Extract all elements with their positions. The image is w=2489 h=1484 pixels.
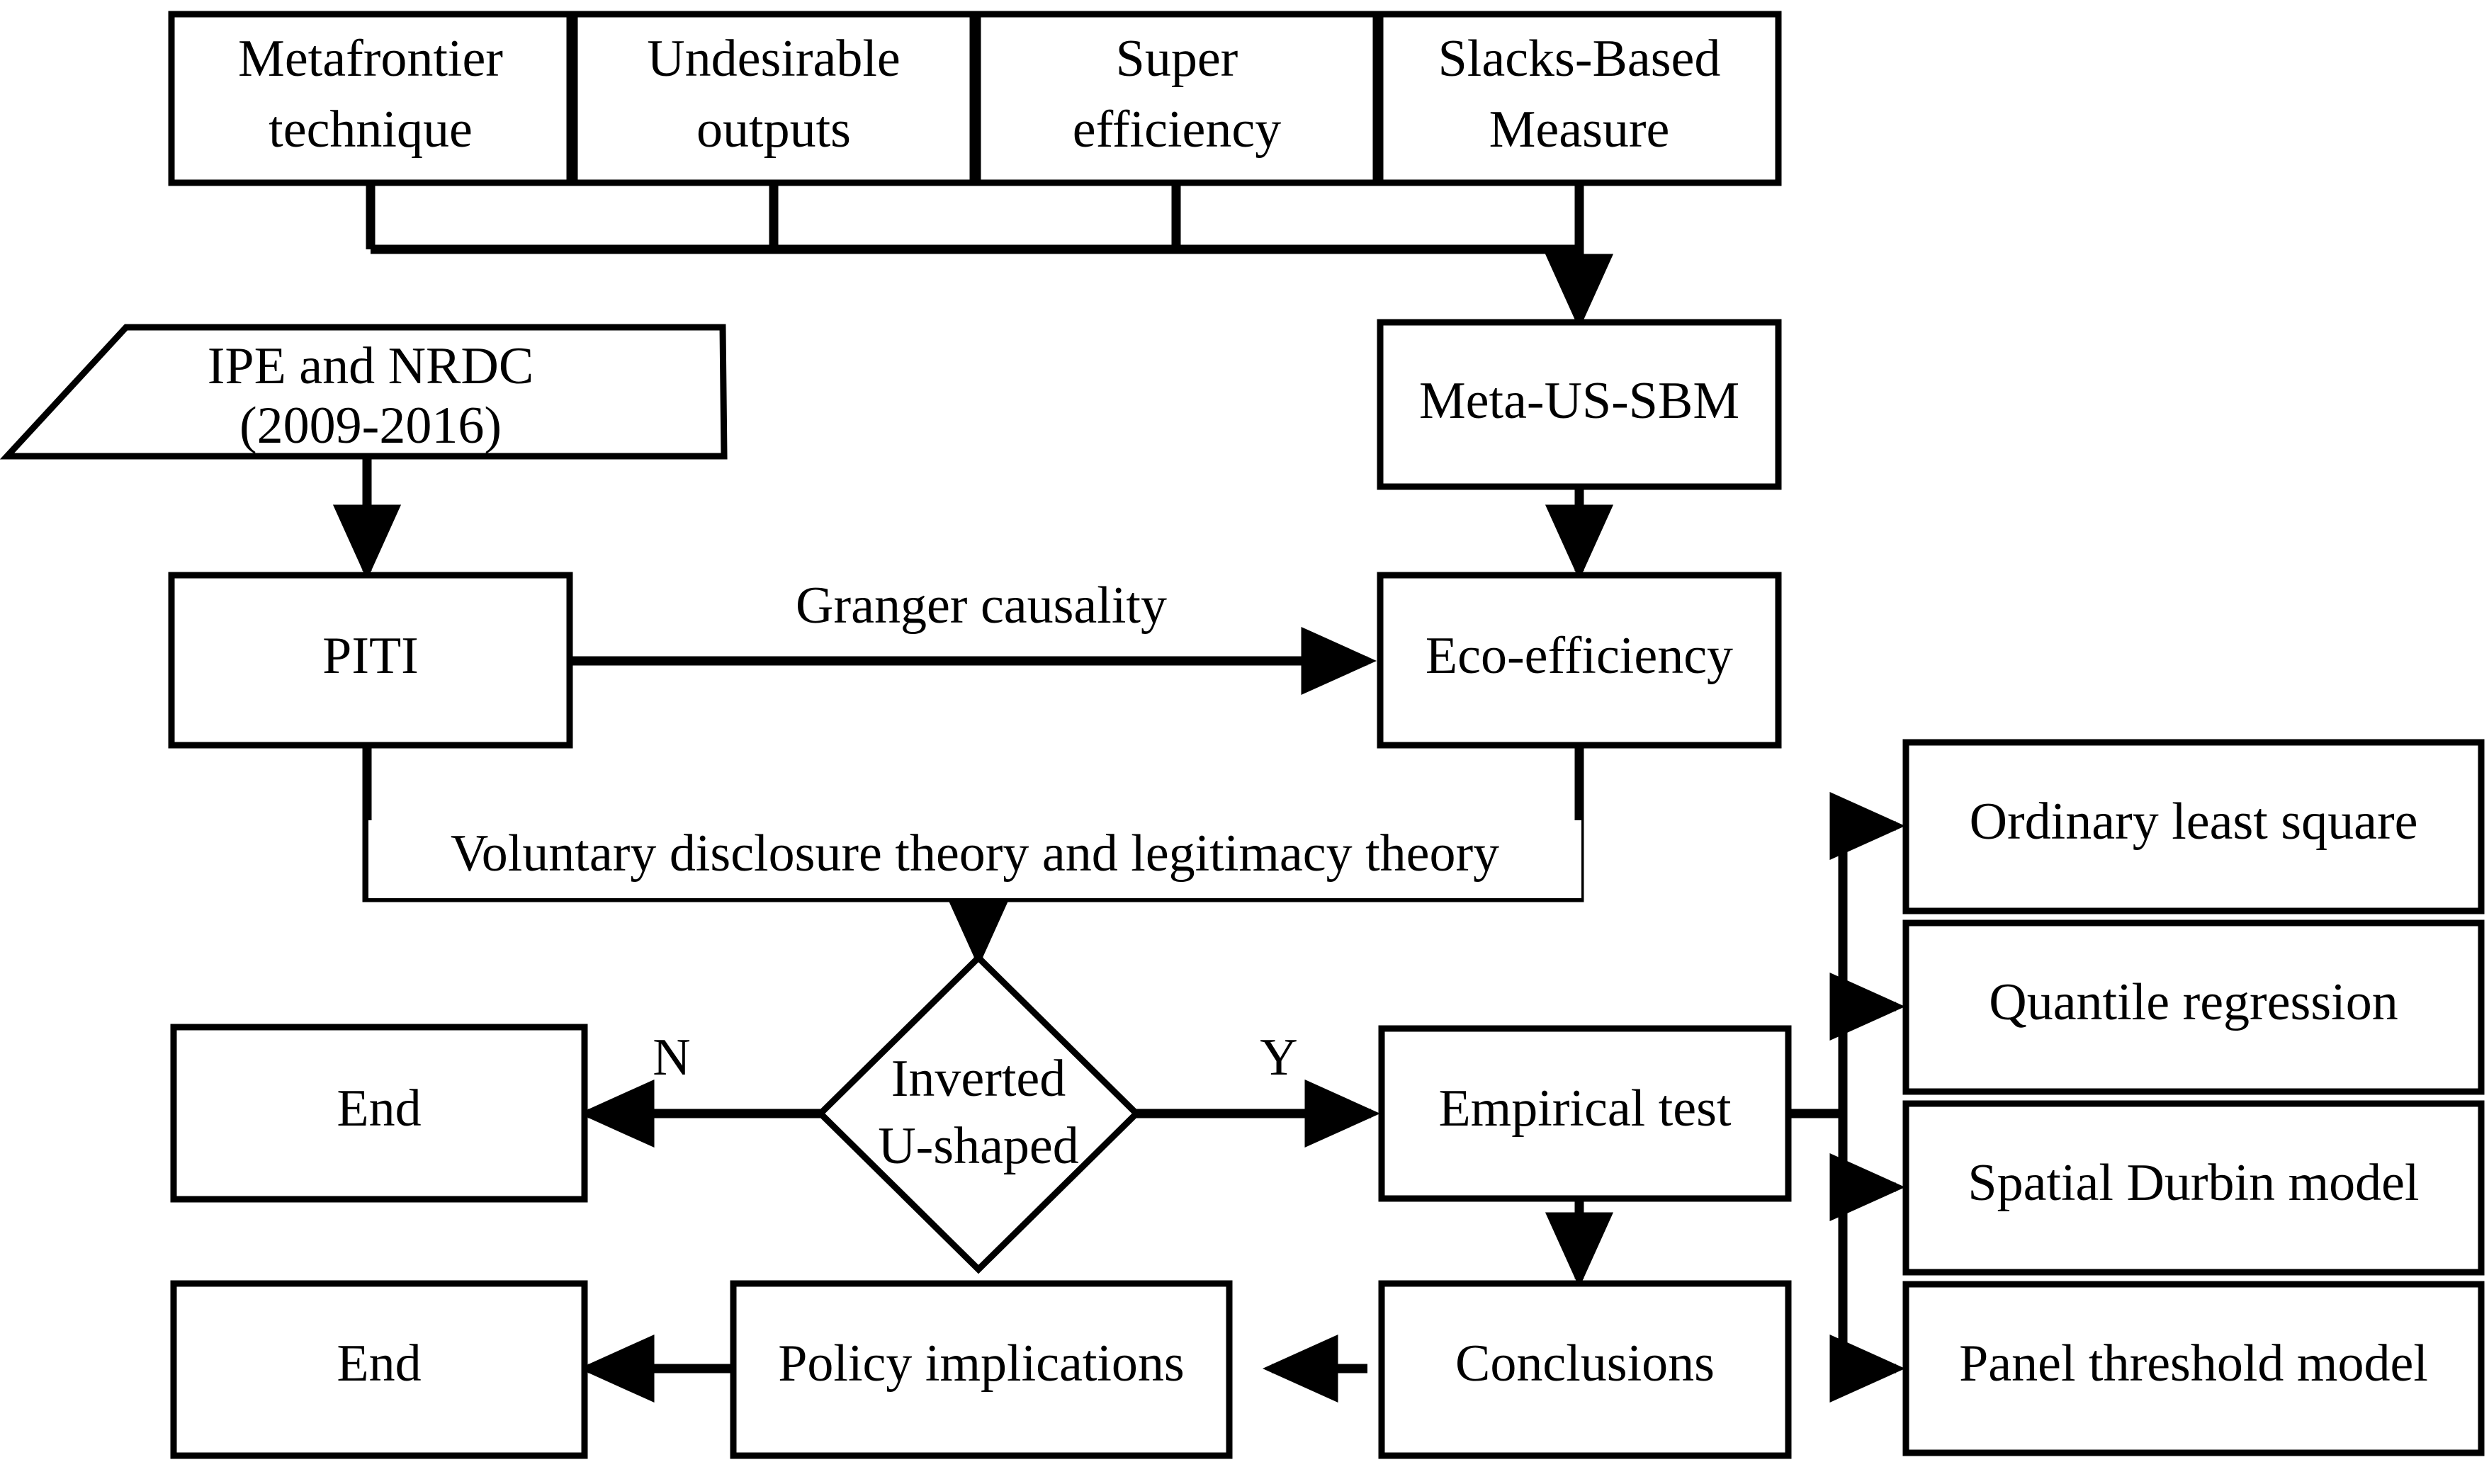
node-label-line2: efficiency	[1073, 101, 1281, 159]
node-label: Meta-US-SBM	[1419, 372, 1739, 430]
node-quantile-regression[interactable]: Quantile regression	[1902, 919, 2485, 1095]
node-undesirable-outputs[interactable]: Undesirable outputs	[571, 11, 976, 186]
node-label-line2: outputs	[696, 101, 851, 159]
node-meta-us-sbm[interactable]: Meta-US-SBM	[1377, 319, 1782, 490]
node-policy-implications[interactable]: Policy implications	[730, 1280, 1233, 1459]
node-slacks-based-measure[interactable]: Slacks-Based Measure	[1377, 11, 1782, 186]
edge-label-granger-causality: Granger causality	[796, 577, 1167, 635]
node-label: Policy implications	[778, 1335, 1184, 1393]
edge-label-no: N	[653, 1029, 690, 1087]
node-label: Conclusions	[1455, 1335, 1715, 1393]
node-ipe-nrdc-data-source[interactable]: IPE and NRDC (2009-2016)	[0, 324, 728, 460]
node-spatial-durbin-model[interactable]: Spatial Durbin model	[1902, 1100, 2485, 1276]
node-end-top[interactable]: End	[170, 1024, 588, 1203]
node-label-line2: U-shaped	[878, 1117, 1079, 1175]
node-label-line1: Inverted	[891, 1050, 1066, 1108]
node-conclusions[interactable]: Conclusions	[1378, 1280, 1792, 1459]
node-label-line2: technique	[269, 101, 473, 159]
node-label-line1: IPE and NRDC	[208, 337, 534, 395]
node-piti[interactable]: PITI	[168, 572, 573, 749]
node-label: PITI	[322, 627, 419, 685]
node-metafrontier-technique[interactable]: Metafrontier technique	[168, 11, 573, 186]
node-label: Empirical test	[1438, 1080, 1731, 1138]
node-label-line1: Undesirable	[647, 30, 901, 88]
node-end-bottom[interactable]: End	[170, 1280, 588, 1459]
node-label: Ordinary least square	[1970, 793, 2418, 851]
node-panel-threshold-model[interactable]: Panel threshold model	[1902, 1281, 2485, 1456]
node-label: End	[337, 1335, 421, 1393]
node-label: Spatial Durbin model	[1968, 1154, 2419, 1212]
node-decision-inverted-u-shaped[interactable]: Inverted U-shaped	[815, 953, 1141, 1274]
node-label: End	[337, 1080, 421, 1138]
node-label: Quantile regression	[1989, 973, 2398, 1031]
node-label-line2: (2009-2016)	[239, 397, 502, 455]
edge-label-text: Granger causality	[796, 577, 1167, 635]
edge-label-yes: Y	[1260, 1029, 1297, 1087]
node-super-efficiency[interactable]: Super efficiency	[974, 11, 1379, 186]
node-label: Panel threshold model	[1959, 1335, 2428, 1393]
node-eco-efficiency[interactable]: Eco-efficiency	[1377, 572, 1782, 749]
node-ordinary-least-square[interactable]: Ordinary least square	[1902, 739, 2485, 914]
node-label-line2: Measure	[1489, 101, 1670, 159]
node-empirical-test[interactable]: Empirical test	[1378, 1025, 1792, 1202]
edge-label-theory: Voluntary disclosure theory and legitima…	[368, 820, 1581, 898]
node-label-line1: Slacks-Based	[1438, 30, 1721, 88]
node-label-line1: Metafrontier	[238, 30, 503, 88]
node-label-line1: Super	[1116, 30, 1238, 88]
edge-label-text: Voluntary disclosure theory and legitima…	[451, 825, 1499, 883]
node-label: Eco-efficiency	[1426, 627, 1733, 685]
